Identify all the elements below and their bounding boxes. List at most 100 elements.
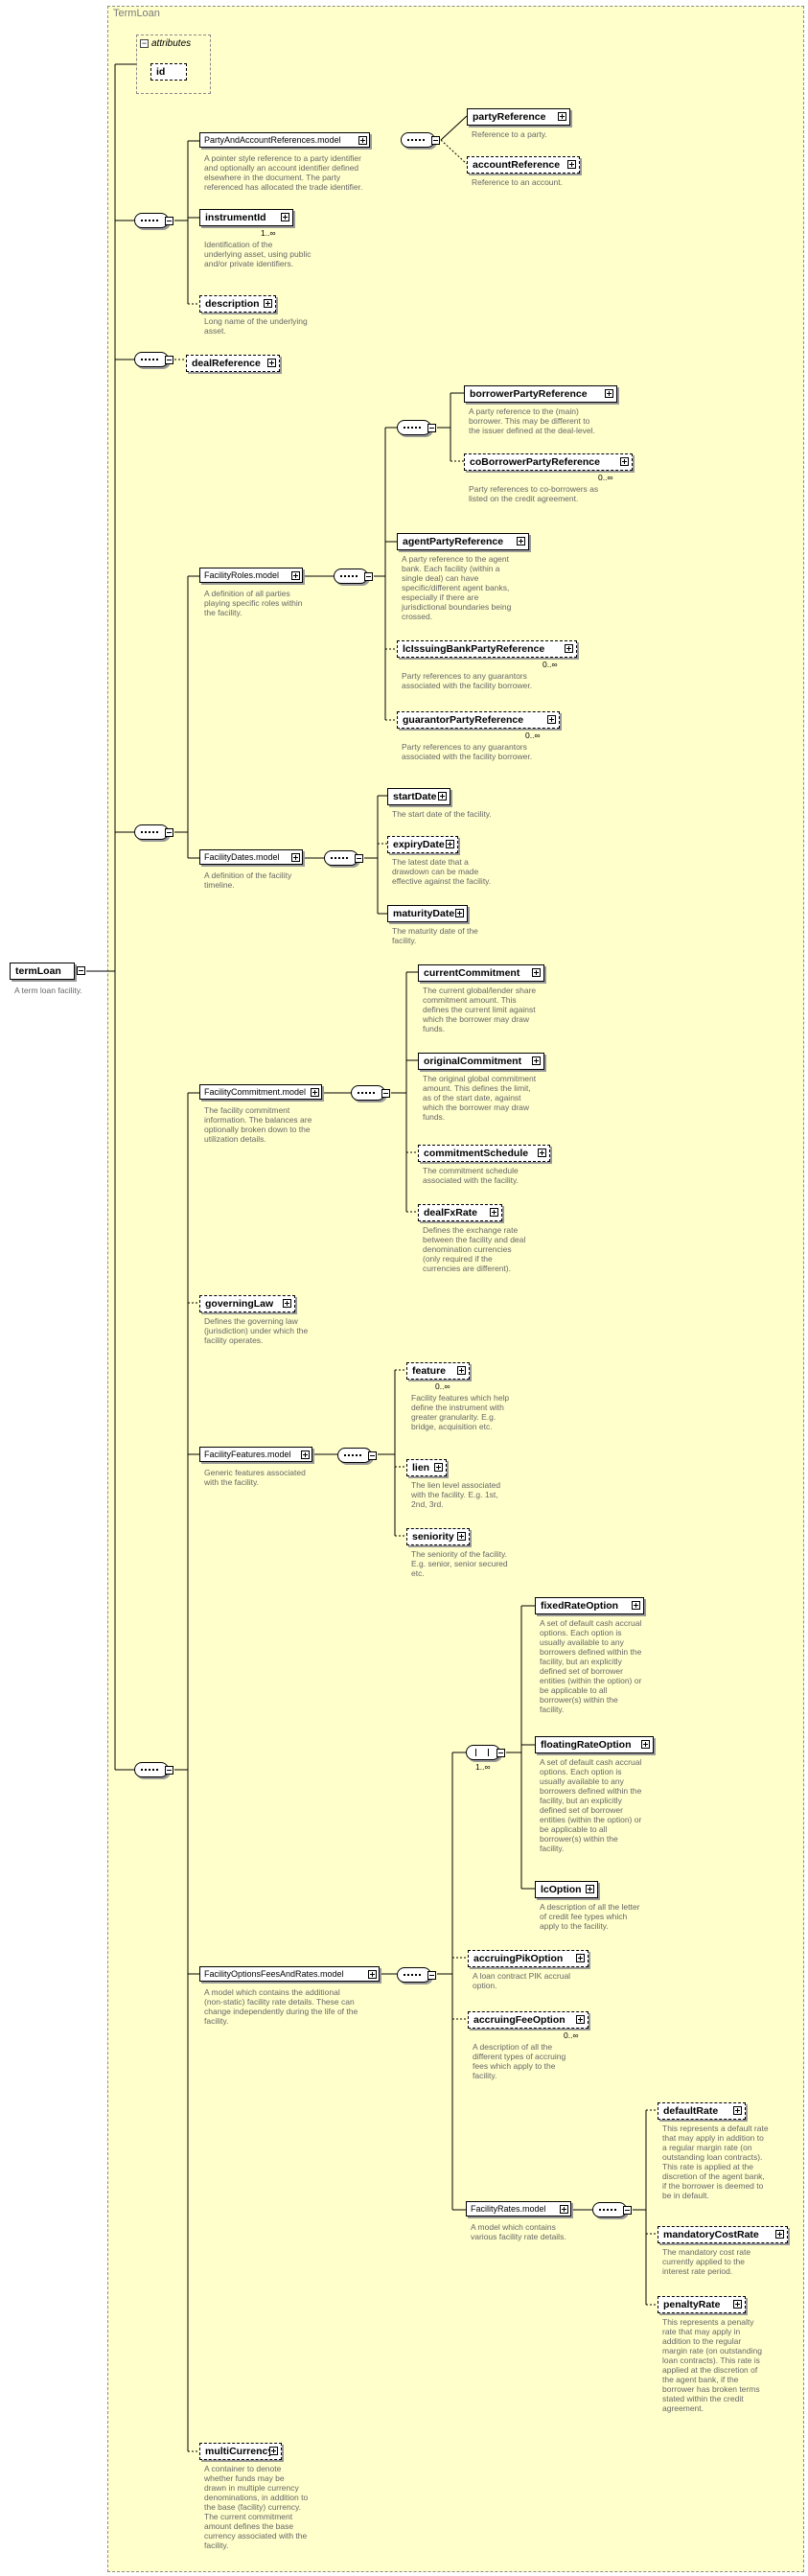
attribute-id[interactable]: id	[150, 63, 187, 81]
node-facility-features[interactable]: FacilityFeatures.model	[199, 1447, 312, 1462]
expand-plus-icon[interactable]	[457, 1532, 466, 1541]
collapse-minus-icon[interactable]	[165, 356, 173, 364]
seq-connector-rates[interactable]	[592, 2202, 632, 2217]
root-element-termloan[interactable]: termLoan	[10, 963, 75, 980]
expand-plus-icon[interactable]	[438, 792, 447, 801]
expand-plus-icon[interactable]	[733, 2300, 742, 2309]
expand-plus-icon[interactable]	[291, 571, 300, 580]
expand-plus-icon[interactable]	[538, 1149, 546, 1157]
expand-plus-icon[interactable]	[311, 1088, 319, 1097]
root-collapse-icon[interactable]	[77, 966, 85, 975]
seq-connector-4[interactable]	[134, 1762, 173, 1777]
node-default-rate[interactable]: defaultRate	[658, 2102, 746, 2120]
node-account-reference[interactable]: accountReference	[467, 156, 580, 174]
expand-plus-icon[interactable]	[434, 1463, 443, 1472]
node-commitment-schedule[interactable]: commitmentSchedule	[418, 1145, 550, 1162]
expand-plus-icon[interactable]	[264, 299, 272, 308]
node-accruing-pik[interactable]: accruingPikOption	[468, 1950, 589, 1967]
expand-plus-icon[interactable]	[368, 1970, 377, 1979]
expand-plus-icon[interactable]	[641, 1740, 650, 1749]
collapse-minus-icon[interactable]	[623, 2206, 632, 2215]
node-governing-law[interactable]: governingLaw	[199, 1295, 295, 1312]
expand-plus-icon[interactable]	[532, 1056, 541, 1065]
collapse-minus-icon[interactable]	[496, 1749, 505, 1757]
collapse-minus-icon[interactable]	[165, 828, 173, 837]
seq-connector-dates[interactable]	[324, 850, 363, 866]
node-original-commitment[interactable]: originalCommitment	[418, 1053, 544, 1070]
node-start-date[interactable]: startDate	[387, 788, 450, 805]
collapse-minus-icon[interactable]	[427, 1971, 436, 1980]
node-lc-issuing[interactable]: lcIssuingBankPartyReference	[397, 640, 577, 658]
collapse-minus-icon[interactable]	[364, 572, 373, 581]
node-facility-dates[interactable]: FacilityDates.model	[199, 849, 303, 865]
collapse-minus-icon[interactable]	[165, 217, 173, 225]
collapse-minus-icon[interactable]	[431, 136, 440, 145]
collapse-minus-icon[interactable]	[355, 854, 363, 863]
node-current-commitment[interactable]: currentCommitment	[418, 964, 544, 982]
node-lien[interactable]: lien	[406, 1459, 447, 1476]
collapse-minus-icon[interactable]	[368, 1451, 377, 1460]
node-fixed-rate-option[interactable]: fixedRateOption	[535, 1597, 644, 1614]
node-facility-commitment[interactable]: FacilityCommitment.model	[199, 1084, 322, 1100]
node-mandatory-cost[interactable]: mandatoryCostRate	[658, 2226, 788, 2243]
choice-connector-rates[interactable]	[466, 1745, 505, 1760]
collapse-minus-icon[interactable]	[427, 424, 436, 432]
expand-plus-icon[interactable]	[532, 968, 541, 977]
seq-connector-1[interactable]	[134, 213, 173, 228]
seq-connector-pa[interactable]	[401, 132, 440, 148]
node-feature[interactable]: feature	[406, 1362, 470, 1380]
node-lc-option[interactable]: lcOption	[535, 1881, 598, 1898]
seq-connector-options[interactable]	[397, 1967, 436, 1983]
expand-plus-icon[interactable]	[547, 715, 556, 724]
node-deal-fx-rate[interactable]: dealFxRate	[418, 1204, 502, 1221]
expand-plus-icon[interactable]	[558, 112, 566, 121]
node-seniority[interactable]: seniority	[406, 1528, 470, 1545]
seq-connector-roles[interactable]	[334, 569, 373, 584]
seq-connector-3[interactable]	[134, 824, 173, 840]
expand-plus-icon[interactable]	[517, 537, 525, 545]
expand-plus-icon[interactable]	[560, 2205, 568, 2214]
node-borrower-party[interactable]: borrowerPartyReference	[464, 385, 617, 403]
node-fac-options-fees[interactable]: FacilityOptionsFeesAndRates.model	[199, 1966, 380, 1982]
seq-connector-borrowers[interactable]	[397, 420, 436, 435]
expand-plus-icon[interactable]	[586, 1885, 594, 1893]
node-party-and-account[interactable]: PartyAndAccountReferences.model	[199, 132, 370, 148]
expand-plus-icon[interactable]	[446, 840, 454, 848]
seq-connector-features[interactable]	[337, 1448, 377, 1463]
expand-plus-icon[interactable]	[455, 909, 464, 917]
node-deal-reference[interactable]: dealReference	[186, 355, 280, 372]
expand-plus-icon[interactable]	[267, 359, 276, 367]
node-instrument-id[interactable]: instrumentId	[199, 209, 293, 226]
node-accruing-fee[interactable]: accruingFeeOption	[468, 2011, 589, 2029]
node-party-reference[interactable]: partyReference	[467, 108, 570, 126]
expand-plus-icon[interactable]	[457, 1366, 466, 1375]
expand-plus-icon[interactable]	[632, 1601, 640, 1610]
node-coborrower-party[interactable]: coBorrowerPartyReference	[464, 453, 633, 471]
node-maturity-date[interactable]: maturityDate	[387, 905, 468, 922]
expand-plus-icon[interactable]	[301, 1450, 310, 1459]
node-agent-party[interactable]: agentPartyReference	[397, 533, 529, 550]
expand-plus-icon[interactable]	[283, 1299, 291, 1308]
expand-plus-icon[interactable]	[576, 2015, 585, 2024]
collapse-minus-icon[interactable]	[165, 1766, 173, 1775]
expand-plus-icon[interactable]	[358, 136, 367, 145]
expand-plus-icon[interactable]	[733, 2106, 742, 2115]
node-penalty-rate[interactable]: penaltyRate	[658, 2296, 746, 2313]
expand-plus-icon[interactable]	[490, 1208, 498, 1217]
expand-plus-icon[interactable]	[605, 389, 613, 398]
expand-plus-icon[interactable]	[775, 2230, 784, 2239]
node-facility-rates[interactable]: FacilityRates.model	[466, 2201, 571, 2216]
node-description[interactable]: description	[199, 295, 276, 313]
seq-connector-2[interactable]	[134, 352, 173, 367]
expand-plus-icon[interactable]	[269, 2447, 278, 2455]
node-guarantor[interactable]: guarantorPartyReference	[397, 711, 560, 729]
seq-connector-commit[interactable]	[351, 1085, 390, 1101]
node-multi-currency[interactable]: multiCurrency	[199, 2443, 282, 2460]
expand-plus-icon[interactable]	[291, 853, 300, 862]
node-facility-roles[interactable]: FacilityRoles.model	[199, 568, 303, 583]
node-floating-rate-option[interactable]: floatingRateOption	[535, 1736, 654, 1753]
expand-plus-icon[interactable]	[567, 160, 576, 169]
node-expiry-date[interactable]: expiryDate	[387, 836, 458, 853]
expand-plus-icon[interactable]	[576, 1954, 585, 1962]
expand-plus-icon[interactable]	[620, 457, 629, 466]
